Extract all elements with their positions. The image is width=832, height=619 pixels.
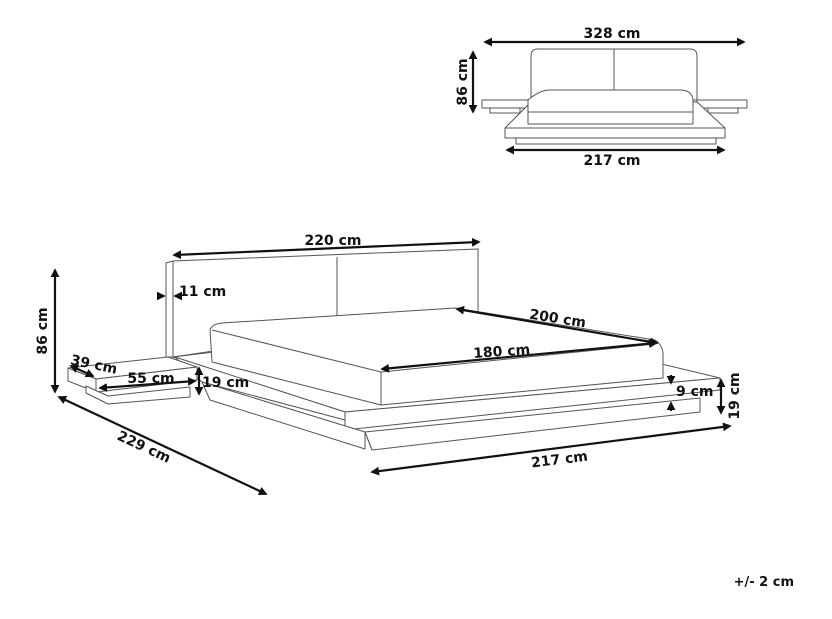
front-base <box>504 127 726 139</box>
dim-200-arrow <box>455 305 659 347</box>
dim-55-label: 55 cm <box>127 371 174 387</box>
dim-217-label: 217 cm <box>530 449 589 472</box>
dim-229-label: 229 cm <box>114 428 172 467</box>
front-view-drawing <box>481 48 748 145</box>
dim-9-label: 9 cm <box>676 384 714 400</box>
dim-86-top-label: 86 cm <box>455 58 471 105</box>
dim-39-arrow <box>69 364 95 378</box>
dim-217-arrow <box>370 422 732 476</box>
front-nightstand-right <box>696 99 748 109</box>
front-mattress <box>527 89 694 125</box>
dim-11-label: 11 cm <box>179 284 226 300</box>
dim-180-arrow <box>380 339 658 373</box>
dim-19-frame-label: 19 cm <box>727 372 743 419</box>
dim-220-arrow <box>172 237 481 260</box>
front-nightstand-left <box>481 99 533 109</box>
dim-55-arrow <box>98 377 197 392</box>
dim-19-nightstand-label: 19 cm <box>202 375 249 391</box>
front-nightstand-right-drawer <box>707 107 739 114</box>
dim-180-label: 180 cm <box>473 342 531 362</box>
front-base-lower <box>515 137 717 145</box>
dim-328-label: 328 cm <box>584 26 641 42</box>
tolerance-note: +/- 2 cm <box>734 575 794 590</box>
front-nightstand-left-drawer <box>489 107 521 114</box>
dim-220-label: 220 cm <box>305 233 362 249</box>
dim-229-arrow <box>57 396 268 495</box>
dim-217-top-label: 217 cm <box>584 153 641 169</box>
perspective-drawing <box>67 248 721 451</box>
dim-86-label: 86 cm <box>35 307 51 354</box>
